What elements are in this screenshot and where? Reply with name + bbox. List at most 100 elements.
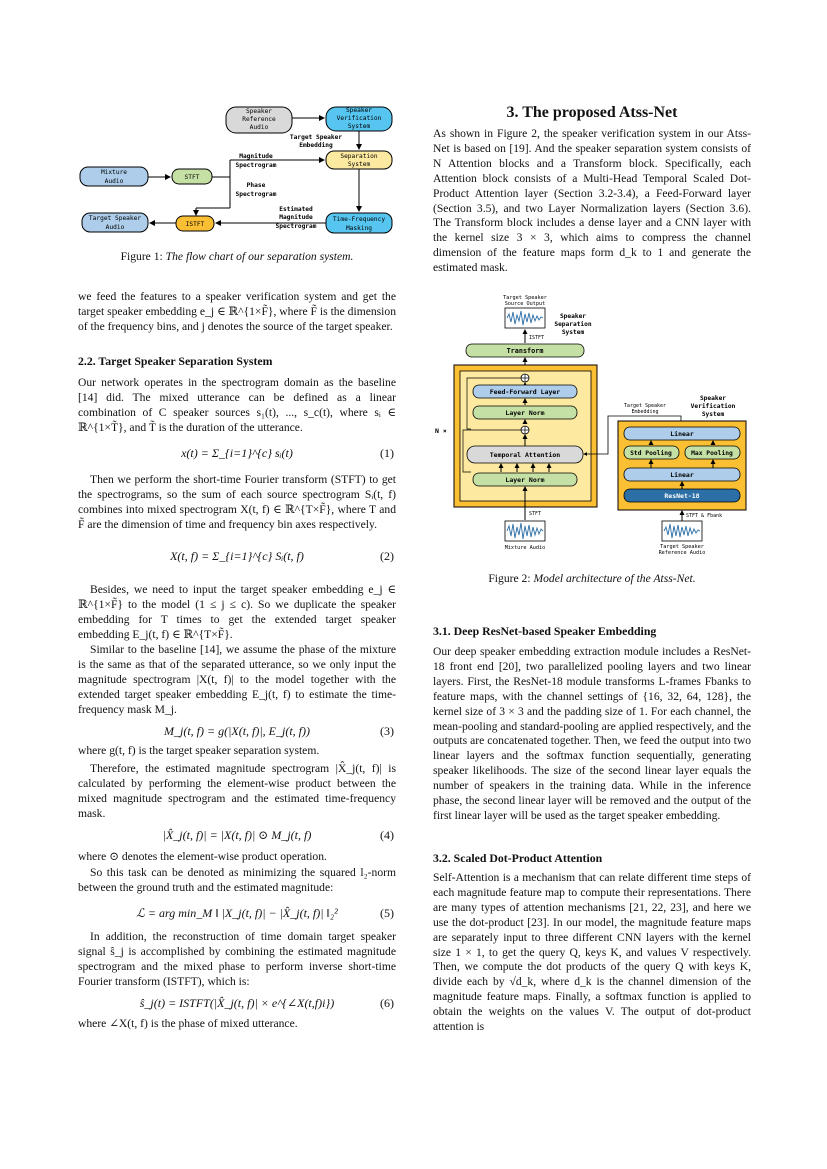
max-pooling-box: Max Pooling (684, 445, 741, 460)
paragraph: In addition, the reconstruction of time … (78, 930, 396, 988)
paragraph: where g(t, f) is the target speaker sepa… (78, 744, 320, 757)
speaker-reference-box: Speaker Reference Audio (225, 106, 293, 134)
svg-text:Verification: Verification (337, 115, 382, 122)
svg-text:Time-Frequency: Time-Frequency (333, 216, 385, 223)
svg-text:Separation: Separation (554, 320, 592, 328)
svg-text:Mixture: Mixture (101, 169, 127, 176)
svg-text:Source Output: Source Output (505, 301, 546, 307)
svg-text:Magnitude: Magnitude (279, 213, 313, 221)
label-estimated-magnitude: Estimated (279, 205, 313, 213)
svg-text:Feed-Forward Layer: Feed-Forward Layer (490, 388, 561, 396)
layer-norm-box-1: Layer Norm (472, 405, 578, 420)
svg-text:System: System (702, 411, 725, 418)
label-phase-spectrogram: Phase (247, 182, 266, 189)
paragraph: Besides, we need to input the target spe… (78, 583, 396, 641)
svg-text:Transform: Transform (507, 347, 544, 355)
stft-box: STFT (171, 168, 213, 185)
layer-norm-box-2: Layer Norm (472, 472, 578, 487)
paragraph: Our network operates in the spectrogram … (78, 376, 396, 434)
equation-2: X(t, f) = Σ_{i=1}^{c} Sᵢ(t, f)(2) (170, 549, 394, 563)
svg-text:System: System (348, 161, 371, 168)
svg-text:Audio: Audio (250, 124, 269, 131)
svg-text:Audio: Audio (106, 224, 125, 231)
paragraph: Our deep speaker embedding extraction mo… (433, 645, 751, 822)
svg-text:System: System (348, 123, 371, 130)
svg-text:Masking: Masking (346, 225, 372, 232)
label-target-speaker-embedding: Target Speaker (624, 403, 666, 409)
reference-waveform-icon (661, 520, 703, 542)
paragraph: As shown in Figure 2, the speaker verifi… (433, 127, 751, 275)
figure-2-caption: Figure 2: Model architecture of the Atss… (488, 572, 696, 585)
tf-masking-box: Time-Frequency Masking (325, 212, 393, 234)
label-target-speaker-embedding: Target Speaker (290, 134, 342, 141)
separation-system-box: Separation System (325, 150, 393, 170)
svg-text:STFT & Fbank: STFT & Fbank (686, 513, 722, 519)
svg-text:Layer Norm: Layer Norm (505, 476, 544, 484)
svg-text:Std Pooling: Std Pooling (630, 449, 672, 457)
transform-box: Transform (465, 343, 585, 358)
svg-text:Separation: Separation (340, 153, 378, 160)
equation-3: M_j(t, f) = g(|X(t, f)|, E_j(t, f))(3) (164, 724, 394, 738)
temporal-attention-box: Temporal Attention (466, 445, 584, 464)
label-n-times: N × (435, 427, 447, 435)
std-pooling-box: Std Pooling (623, 445, 680, 460)
svg-text:System: System (562, 329, 585, 336)
svg-text:Embedding: Embedding (631, 409, 658, 415)
svg-text:Embedding: Embedding (299, 141, 333, 149)
feed-forward-layer-box: Feed-Forward Layer (472, 384, 578, 399)
svg-text:Spectrogram: Spectrogram (276, 223, 317, 230)
section-heading-3-1: 3.1. Deep ResNet-based Speaker Embedding (433, 624, 657, 638)
speaker-verification-box: Speaker Verification System (325, 106, 393, 132)
section-heading-3: 3. The proposed Atss-Net (506, 104, 678, 121)
paragraph: we feed the features to a speaker verifi… (78, 290, 396, 333)
figure-1-caption: Figure 1: The flow chart of our separati… (120, 250, 354, 263)
svg-text:Reference Audio: Reference Audio (659, 550, 706, 556)
figure-1-flowchart: Speaker Reference Audio Speaker Verifica… (79, 106, 393, 234)
label-target-source-output: Target Speaker (503, 295, 547, 301)
svg-text:STFT: STFT (529, 511, 541, 517)
equation-6: ŝ_j(t) = ISTFT(|X̂_j(t, f)| × e^{∠X(t,f)… (139, 996, 394, 1010)
svg-text:Linear: Linear (670, 430, 694, 438)
equation-5: ℒ = arg min_M ‖ |X_j(t, f)| − |X̂_j(t, f… (136, 906, 394, 920)
svg-text:ISTFT: ISTFT (186, 221, 205, 228)
svg-text:Spectrogram: Spectrogram (236, 162, 277, 169)
svg-text:Layer Norm: Layer Norm (505, 409, 544, 417)
svg-text:ResNet-18: ResNet-18 (664, 492, 699, 500)
svg-text:Temporal Attention: Temporal Attention (490, 451, 561, 459)
svg-text:Speaker: Speaker (246, 108, 272, 115)
svg-text:Spectrogram: Spectrogram (236, 191, 277, 198)
paragraph: where ∠X(t, f) is the phase of mixed utt… (78, 1017, 298, 1030)
paragraph: Then we perform the short-time Fourier t… (78, 473, 396, 531)
resnet-18-box: ResNet-18 (623, 488, 741, 503)
istft-box: ISTFT (175, 215, 215, 232)
output-waveform-icon (504, 307, 546, 329)
svg-text:ISTFT: ISTFT (529, 335, 544, 341)
svg-text:Audio: Audio (105, 178, 124, 185)
label-mixture-audio: Mixture Audio (505, 545, 546, 551)
paragraph: Therefore, the estimated magnitude spect… (78, 762, 396, 820)
svg-text:Max Pooling: Max Pooling (691, 449, 733, 457)
paragraph: So this task can be denoted as minimizin… (78, 866, 396, 894)
equation-1: x(t) = Σ_{i=1}^{c} sᵢ(t)(1) (181, 446, 394, 460)
linear-box-2: Linear (623, 467, 741, 482)
equation-4: |X̂_j(t, f)| = |X(t, f)| ⊙ M_j(t, f)(4) (162, 828, 394, 842)
label-magnitude-spectrogram: Magnitude (239, 152, 273, 160)
svg-text:Reference: Reference (242, 116, 276, 123)
label-speaker-separation-system: Speaker (560, 313, 586, 320)
paragraph: where ⊙ denotes the element-wise product… (78, 850, 327, 863)
svg-text:Linear: Linear (670, 471, 694, 479)
svg-text:Speaker: Speaker (346, 107, 372, 114)
linear-box-1: Linear (623, 426, 741, 441)
svg-text:STFT: STFT (185, 174, 200, 181)
paragraph: Similar to the baseline [14], we assume … (78, 643, 396, 716)
svg-text:Target Speaker: Target Speaker (89, 215, 141, 222)
paragraph: Self-Attention is a mechanism that can r… (433, 871, 751, 1034)
section-heading-3-2: 3.2. Scaled Dot-Product Attention (433, 851, 603, 865)
figure-2-architecture: Target Speaker Source Output Speaker Sep… (435, 295, 747, 556)
svg-text:Verification: Verification (691, 402, 736, 410)
target-speaker-audio-box: Target Speaker Audio (81, 212, 149, 233)
label-speaker-verification-system: Speaker (700, 395, 726, 402)
mixture-audio-box: Mixture Audio (79, 166, 149, 187)
mixture-waveform-icon (504, 520, 546, 542)
label-target-reference-audio: Target Speaker (660, 544, 704, 550)
